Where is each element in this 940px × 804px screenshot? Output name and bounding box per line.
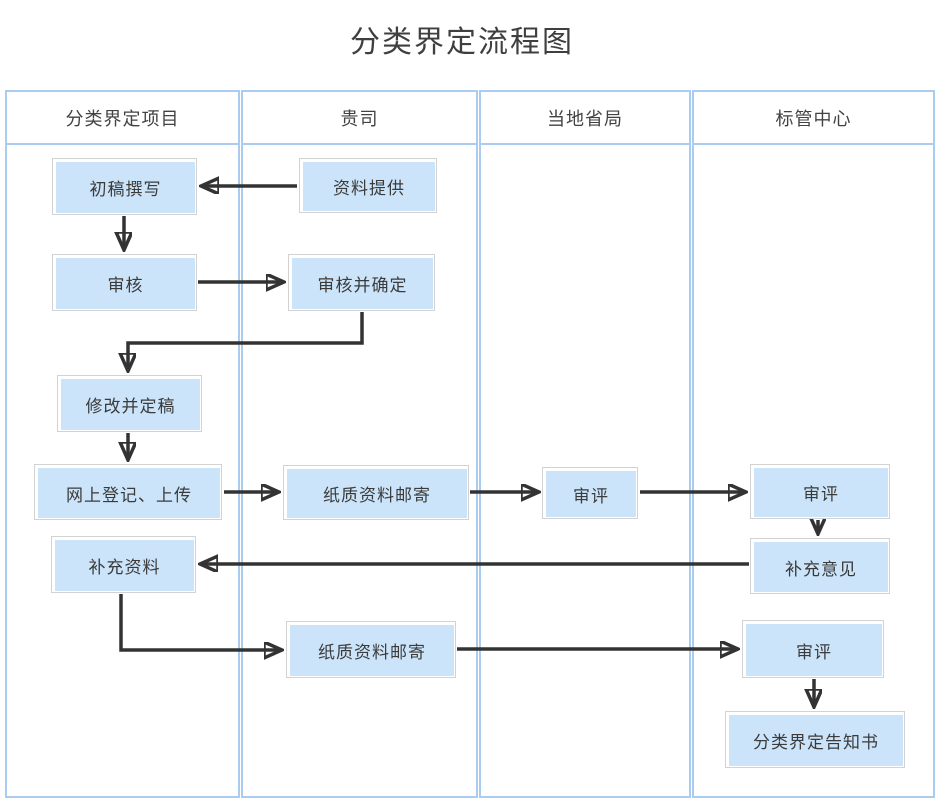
node-center-review-2-label: 审评 xyxy=(746,624,882,676)
node-center-review-2: 审评 xyxy=(742,620,884,678)
node-material-provide: 资料提供 xyxy=(299,158,437,213)
node-province-review-label: 审评 xyxy=(546,471,636,517)
node-province-review: 审评 xyxy=(542,467,638,519)
node-supplement-material-label: 补充资料 xyxy=(55,540,194,591)
node-online-register-upload: 网上登记、上传 xyxy=(34,464,222,520)
lane-header-standards-center: 标管中心 xyxy=(694,92,933,145)
node-review-confirm-label: 审核并确定 xyxy=(292,258,433,309)
node-revise-finalize-label: 修改并定稿 xyxy=(61,379,200,430)
node-center-review-1-label: 审评 xyxy=(754,468,888,517)
node-draft-writing-label: 初稿撰写 xyxy=(56,162,195,213)
node-supplement-opinion-label: 补充意见 xyxy=(754,542,888,592)
node-classification-notice: 分类界定告知书 xyxy=(725,711,905,768)
node-paper-mail-1-label: 纸质资料邮寄 xyxy=(287,469,467,518)
node-supplement-opinion: 补充意见 xyxy=(750,538,890,594)
lane-your-company: 贵司 xyxy=(241,90,478,798)
lane-provincial-bureau: 当地省局 xyxy=(479,90,691,798)
lane-header-provincial-bureau: 当地省局 xyxy=(481,92,689,145)
node-review-confirm: 审核并确定 xyxy=(288,254,435,311)
node-review-label: 审核 xyxy=(56,258,195,309)
node-classification-notice-label: 分类界定告知书 xyxy=(729,715,903,766)
node-online-register-upload-label: 网上登记、上传 xyxy=(38,468,220,518)
lane-header-project: 分类界定项目 xyxy=(7,92,238,145)
node-center-review-1: 审评 xyxy=(750,464,890,519)
lane-header-your-company: 贵司 xyxy=(243,92,476,145)
node-revise-finalize: 修改并定稿 xyxy=(57,375,202,432)
lane-standards-center: 标管中心 xyxy=(692,90,935,798)
node-review: 审核 xyxy=(52,254,197,311)
page-title: 分类界定流程图 xyxy=(350,26,574,59)
node-supplement-material: 补充资料 xyxy=(51,536,196,593)
node-paper-mail-1: 纸质资料邮寄 xyxy=(283,465,469,520)
node-paper-mail-2-label: 纸质资料邮寄 xyxy=(290,625,454,676)
node-paper-mail-2: 纸质资料邮寄 xyxy=(286,621,456,678)
node-draft-writing: 初稿撰写 xyxy=(52,158,197,215)
node-material-provide-label: 资料提供 xyxy=(303,162,435,211)
